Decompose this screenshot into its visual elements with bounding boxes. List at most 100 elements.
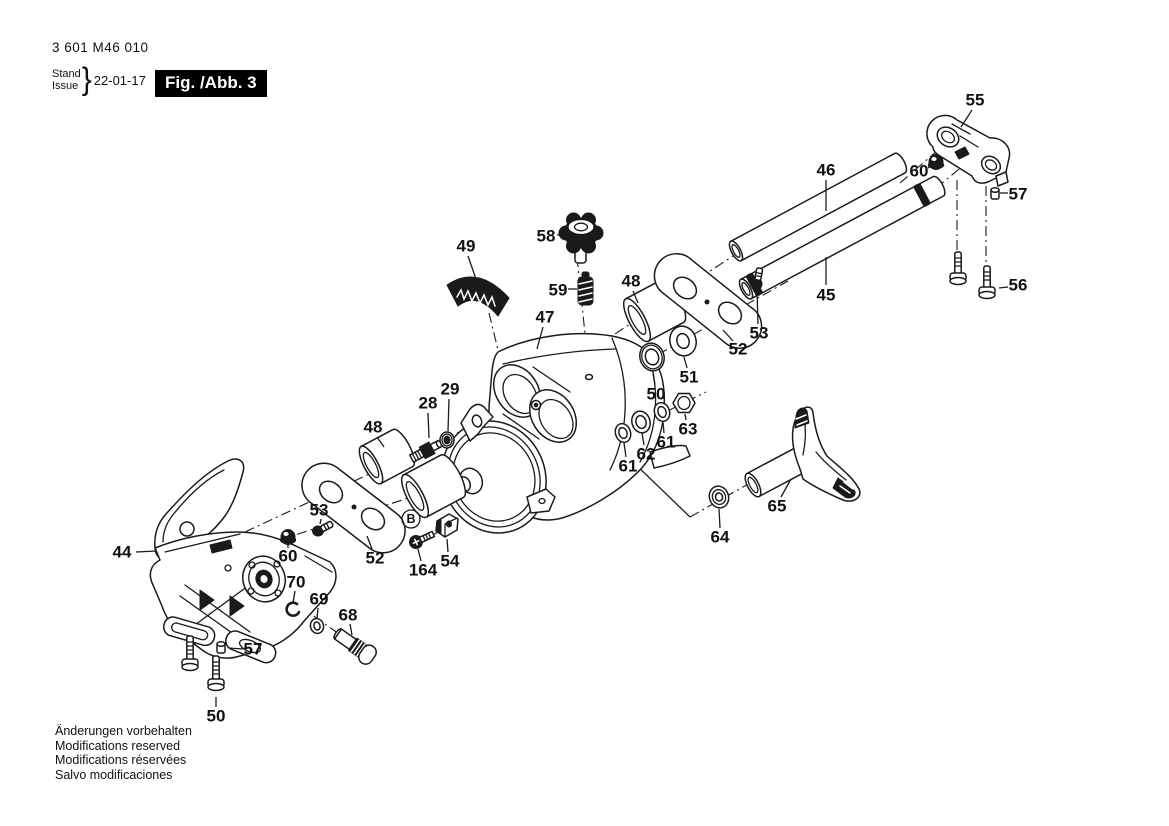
part-50-screw-left	[181, 635, 199, 672]
notice-line-de: Änderungen vorbehalten	[55, 724, 192, 738]
part-28-fitting	[409, 440, 443, 463]
callout-54: 54	[441, 552, 460, 571]
callout-28: 28	[419, 394, 438, 413]
issue-row: Stand Issue } 22-01-17	[52, 62, 149, 97]
modifications-notice: Änderungen vorbehalten Modifications res…	[55, 724, 192, 782]
part-56-screw-left	[949, 251, 967, 286]
part-44-base-bracket	[149, 458, 337, 664]
callout-164: 164	[409, 561, 438, 580]
leader-line-65	[780, 478, 792, 498]
leader-line-68	[349, 623, 353, 636]
part-53-screw-top	[751, 267, 764, 290]
leader-line-53	[756, 289, 759, 325]
part-48-bushing-left	[358, 428, 416, 485]
issue-date: 22-01-17	[93, 72, 146, 88]
part-61-washer	[614, 422, 632, 444]
leader-line-50	[652, 372, 656, 386]
drawing-header: 3 601 M46 010 Stand Issue } 22-01-17	[52, 40, 149, 97]
leader-line-52	[366, 535, 373, 550]
part-48-bushing-inner	[400, 454, 467, 519]
callout-60: 60	[279, 547, 298, 566]
leader-line-49	[467, 255, 477, 280]
part-59-spring	[577, 271, 594, 306]
leader-line-58	[556, 233, 568, 236]
leader-line-52	[722, 329, 734, 342]
part-65-handle	[744, 406, 861, 502]
callout-63: 63	[679, 420, 698, 439]
callout-53: 53	[310, 501, 329, 520]
callout-layer: 5560575646455859494748535251506361626129…	[113, 91, 1028, 726]
leader-line-70	[292, 590, 296, 604]
callout-50: 50	[207, 707, 226, 726]
callout-57: 57	[244, 640, 263, 659]
callout-59: 59	[549, 281, 568, 300]
leader-line-28	[427, 412, 430, 439]
callout-58: 58	[537, 227, 556, 246]
callout-61: 61	[619, 457, 638, 476]
callout-56: 56	[1009, 276, 1028, 295]
part-53-screw-left	[312, 520, 334, 537]
leader-line-29	[447, 398, 450, 432]
leader-line-61	[623, 442, 627, 458]
callout-69: 69	[310, 590, 329, 609]
part-58-star-knob	[558, 212, 604, 264]
leader-line-44	[135, 550, 158, 553]
leader-line-62	[641, 432, 645, 446]
callout-48: 48	[364, 418, 383, 437]
leader-line-60	[927, 163, 935, 169]
brace-glyph: }	[81, 62, 92, 97]
callout-51: 51	[680, 368, 699, 387]
issue-labels: Stand Issue	[52, 68, 81, 92]
notice-line-en: Modifications reserved	[55, 738, 181, 753]
callout-62: 62	[637, 445, 656, 464]
leader-line-47	[536, 326, 544, 350]
leader-line-48	[632, 290, 639, 304]
callout-57: 57	[1009, 185, 1028, 204]
callout-44: 44	[113, 543, 132, 562]
figure-label: Fig. /Abb. 3	[155, 70, 267, 97]
part-50-washer-top	[639, 342, 665, 372]
stand-label: Stand	[52, 68, 81, 80]
part-64-washer	[708, 485, 730, 509]
leader-line-61	[662, 421, 665, 434]
leader-line-53	[319, 518, 322, 525]
part-55-end-bracket	[926, 114, 1011, 187]
callout-50: 50	[647, 385, 666, 404]
notice-line-fr: Modifications réservées	[55, 753, 187, 767]
part-69-washer	[309, 617, 325, 635]
part-60-nut-left	[279, 529, 297, 545]
issue-label: Issue	[52, 80, 79, 92]
part-68-detent-pin	[333, 628, 377, 665]
callout-55: 55	[966, 91, 985, 110]
leader-line-54	[446, 538, 449, 553]
leader-line-69	[316, 607, 319, 620]
callout-49: 49	[457, 237, 476, 256]
part-number: 3 601 M46 010	[52, 40, 149, 55]
reference-marker-circle	[401, 509, 421, 529]
part-51-washer	[669, 325, 697, 357]
callout-70: 70	[287, 573, 306, 592]
leader-line-48	[376, 436, 385, 448]
leader-line-63	[684, 413, 687, 421]
notice-line-es: Salvo modificaciones	[55, 767, 173, 782]
callout-61: 61	[657, 433, 676, 452]
leader-line-57	[228, 647, 244, 650]
part-29-nut	[439, 431, 455, 449]
part-54-clamp	[435, 513, 459, 538]
part-46-tube	[728, 152, 908, 262]
leader-line-164	[417, 548, 422, 562]
reference-marker-label: B	[406, 512, 415, 526]
part-52-link-plate-top	[653, 253, 763, 349]
leader-line-55	[960, 109, 973, 128]
callout-48: 48	[622, 272, 641, 291]
part-62-washer	[631, 410, 651, 434]
callout-52: 52	[729, 340, 748, 359]
part-61-washer-b	[653, 401, 671, 423]
callout-45: 45	[817, 286, 836, 305]
callout-46: 46	[817, 161, 836, 180]
leader-line-56	[998, 286, 1009, 289]
part-56-screw	[978, 265, 996, 300]
part-57-pin-top	[990, 186, 1000, 200]
